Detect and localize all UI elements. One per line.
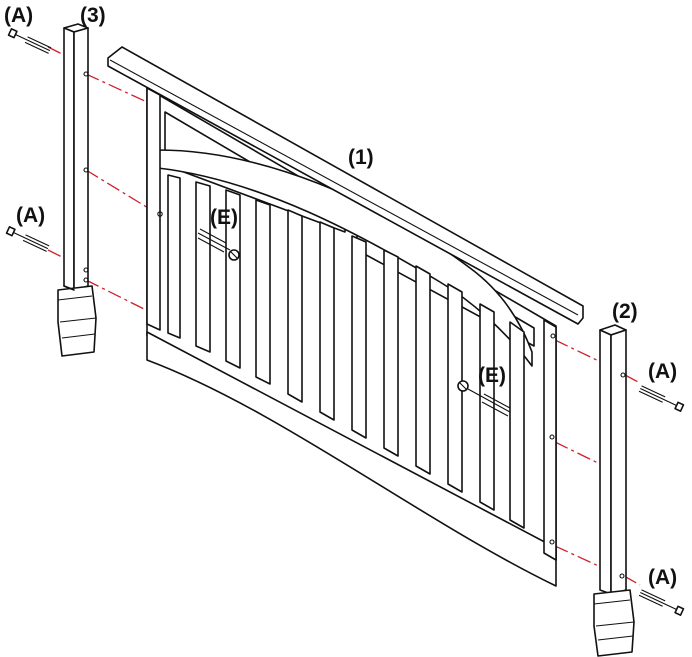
bolt-a-top-left xyxy=(7,28,52,54)
slats xyxy=(167,174,525,529)
label-bolt-a-top-right: (A) xyxy=(648,360,677,383)
label-part-3: (3) xyxy=(80,4,106,27)
label-bolt-a-top-left: (A) xyxy=(4,4,33,27)
bolt-a-top-right xyxy=(638,385,685,412)
label-bolt-a-bottom-right: (A) xyxy=(648,566,677,589)
label-bolt-e-right: (E) xyxy=(478,364,506,387)
label-bolt-e-left: (E) xyxy=(210,206,238,229)
post-left xyxy=(57,23,97,357)
bolt-e-right xyxy=(457,380,511,417)
bolt-a-bottom-left xyxy=(5,226,50,252)
bolt-a-bottom-right xyxy=(638,589,685,616)
label-part-2: (2) xyxy=(612,300,638,323)
label-bolt-a-mid-left: (A) xyxy=(16,204,45,227)
label-part-1: (1) xyxy=(348,146,374,169)
bolt-e-left xyxy=(197,228,240,261)
headboard-panel xyxy=(107,46,584,587)
alignment-guides xyxy=(47,46,641,586)
post-right xyxy=(593,324,635,657)
